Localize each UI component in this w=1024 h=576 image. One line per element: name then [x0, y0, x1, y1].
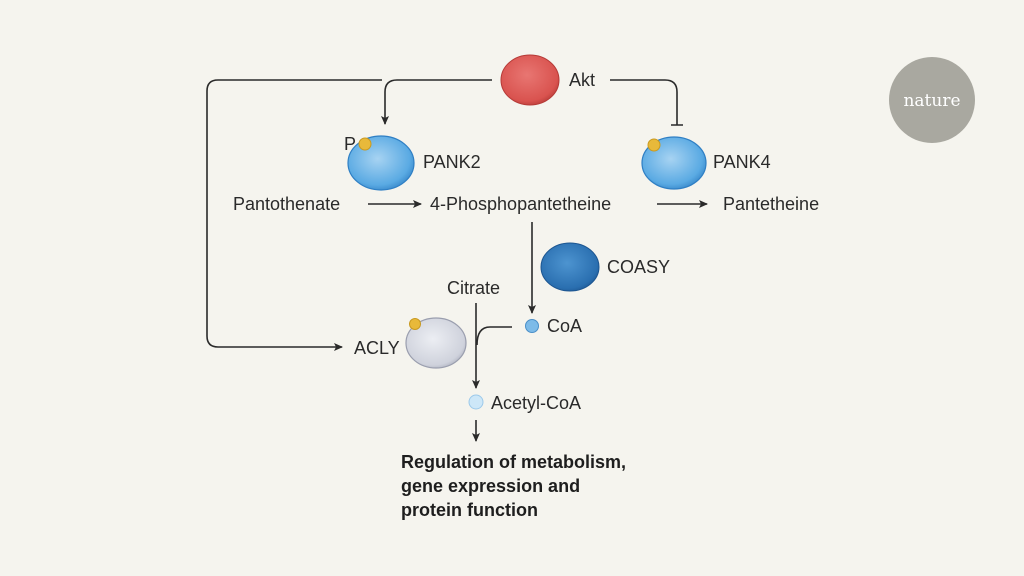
phosphate-icon — [647, 138, 661, 152]
pank2-protein-icon — [347, 135, 415, 191]
pantetheine-label: Pantetheine — [723, 194, 819, 214]
akt-inhibits-pank4-line — [610, 79, 683, 126]
pantothenate-label: Pantothenate — [233, 194, 340, 214]
acetyl-coa-molecule-icon — [468, 394, 484, 410]
phosphopantetheine-label: 4-Phosphopantetheine — [430, 194, 611, 214]
acetyl-coa-label: Acetyl-CoA — [491, 393, 581, 413]
coa-molecule-icon — [525, 319, 539, 333]
pank4-label: PANK4 — [713, 152, 771, 172]
outcome-line-3: protein function — [401, 500, 538, 520]
coasy-label: COASY — [607, 257, 670, 277]
pank2-label: PANK2 — [423, 152, 481, 172]
outcome-line-1: Regulation of metabolism, — [401, 452, 626, 472]
nature-logo-text: nature — [903, 91, 960, 111]
akt-label: Akt — [569, 70, 595, 90]
nature-logo: nature — [889, 57, 975, 143]
akt-to-pank2-arrow — [381, 79, 492, 125]
coasy-protein-icon — [540, 242, 600, 292]
phosphate-icon — [409, 318, 421, 330]
acly-protein-icon — [405, 317, 467, 369]
citrate-label: Citrate — [447, 278, 500, 298]
phosphate-icon — [358, 137, 372, 151]
akt-protein-icon — [500, 54, 560, 106]
coa-label: CoA — [547, 316, 582, 336]
acly-label: ACLY — [354, 338, 400, 358]
coa-merge-line — [476, 326, 512, 346]
outcome-line-2: gene expression and — [401, 476, 580, 496]
akt-to-acly-line — [206, 79, 382, 351]
phosphate-label: P — [344, 134, 356, 154]
